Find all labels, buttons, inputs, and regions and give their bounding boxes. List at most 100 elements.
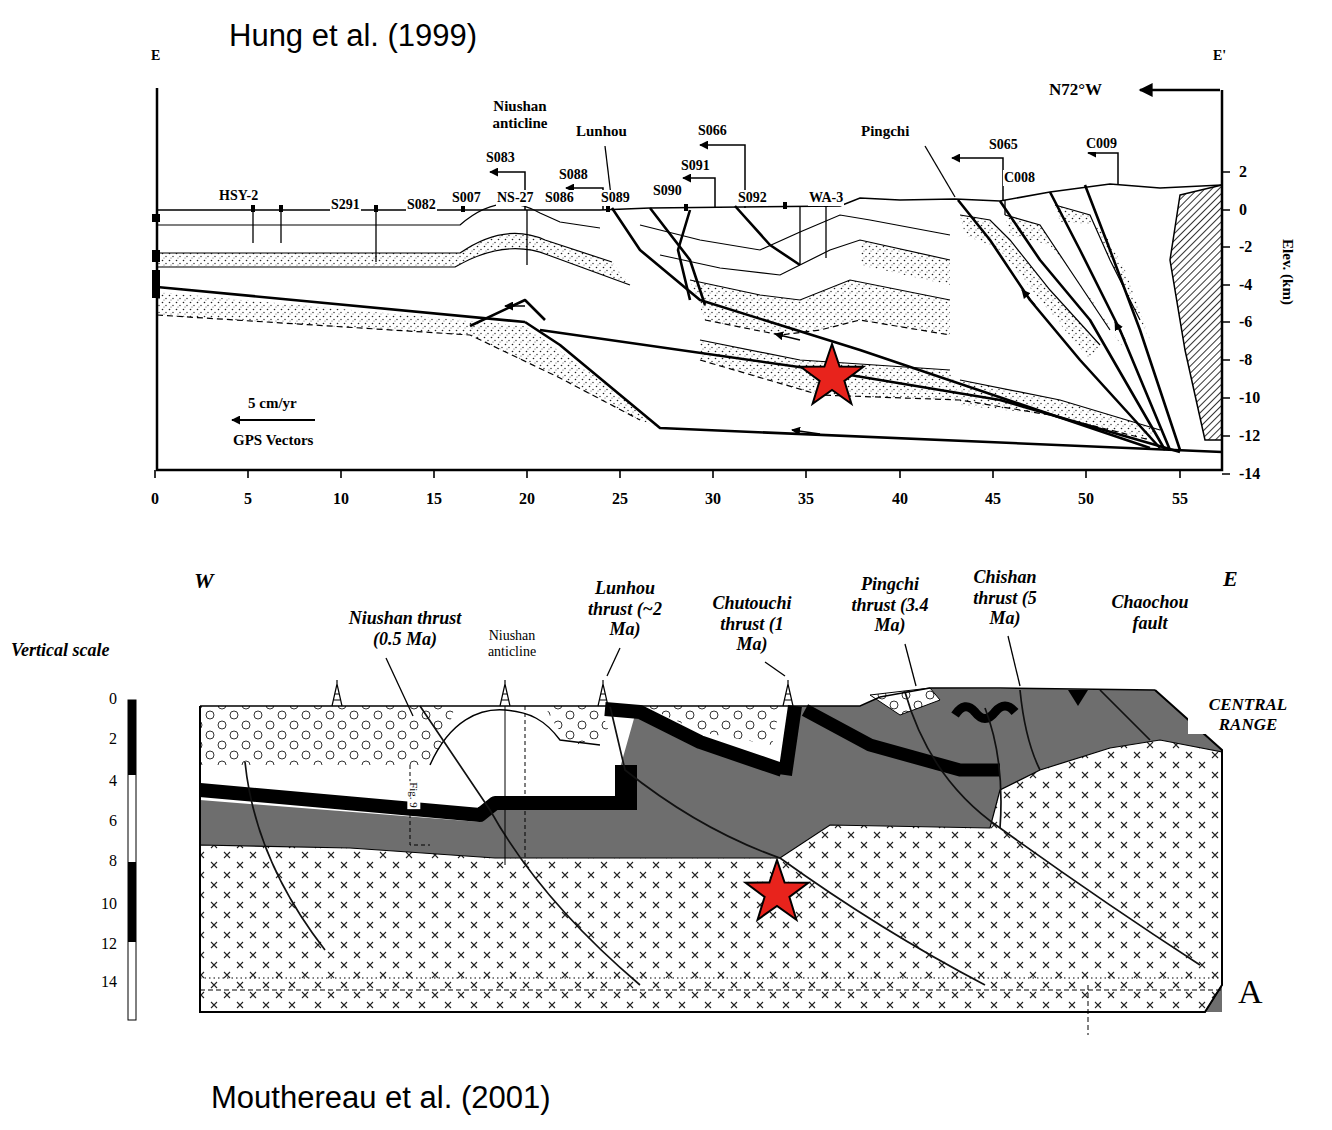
structure-name: Lunhou <box>575 123 628 140</box>
gps-station: S082 <box>406 197 437 213</box>
vertical-scale-bar <box>128 700 136 1020</box>
section-end-label: E <box>150 48 161 64</box>
horizon-line <box>705 320 950 335</box>
horizon-line <box>1055 205 1140 320</box>
horizon-line <box>157 315 640 420</box>
horizon-line <box>157 249 630 285</box>
gps-station: S083 <box>485 150 516 166</box>
gps-station: S089 <box>600 190 631 206</box>
depth-line <box>200 977 1222 978</box>
axis-tick-label: -4 <box>1238 276 1253 294</box>
fault-label: Lunhou thrust (~2 Ma) <box>585 578 665 640</box>
reference-lines <box>200 706 1222 1035</box>
gps-station: S065 <box>988 137 1019 153</box>
panel-citation: Hung et al. (1999) <box>228 18 478 54</box>
slip-arrow <box>1115 322 1125 340</box>
gps-station: S007 <box>451 190 482 206</box>
axis-tick-label: 35 <box>797 490 815 508</box>
axis-tick-label: -8 <box>1238 351 1253 369</box>
scale-number: 12 <box>100 935 118 953</box>
scale-number: 0 <box>108 690 118 708</box>
well-line <box>525 706 526 865</box>
axis-title: Elev. (km) <box>1278 238 1295 306</box>
axis-tick-label: 2 <box>1238 163 1248 181</box>
axis-tick-label: -6 <box>1238 313 1253 331</box>
thrust-fault <box>470 300 545 326</box>
thrust-fault <box>1050 192 1170 450</box>
scale-label: GPS Vectors <box>232 432 314 449</box>
thrust-fault <box>1000 201 1165 450</box>
marker-bed <box>605 709 782 770</box>
station-mark <box>279 205 283 212</box>
hypocenter-star <box>746 860 809 920</box>
well-name: WA-3 <box>808 190 844 206</box>
conglomerate-layer <box>545 706 610 745</box>
scale-bar-segment <box>128 700 136 775</box>
axis-tick-label: 45 <box>984 490 1002 508</box>
well-line <box>825 206 826 258</box>
station-mark <box>684 204 688 211</box>
frame <box>157 88 1222 470</box>
fault-label: Pingchi thrust (3.4 Ma) <box>848 574 932 636</box>
horizon-line <box>690 280 950 300</box>
well-line <box>375 210 376 262</box>
marker-bed <box>955 706 1015 719</box>
scale-number: 8 <box>108 852 118 870</box>
slip-arrow <box>775 334 800 340</box>
leader-line <box>905 644 916 686</box>
station-mark <box>374 205 378 212</box>
slip-arrow <box>1022 290 1035 305</box>
axis-tick-label: 0 <box>150 490 160 508</box>
gps-arrow <box>1088 153 1118 185</box>
axis-tick-label: 5 <box>243 490 253 508</box>
edge-block <box>152 250 160 262</box>
axis-tick-label: -12 <box>1238 427 1261 445</box>
marker-bed <box>1068 690 1088 706</box>
scale-number: 2 <box>108 730 118 748</box>
gps-arrow <box>683 178 715 208</box>
axis-tick-label: -14 <box>1238 465 1261 483</box>
fault-label: Chishan thrust (5 Ma) <box>963 567 1047 629</box>
hypocenter-star <box>801 344 864 404</box>
thrust-fault <box>958 200 1160 448</box>
edge-block <box>152 270 160 298</box>
leader-line <box>765 662 785 676</box>
axis-tick-label: 15 <box>425 490 443 508</box>
station-mark <box>783 202 787 209</box>
scale-number: 4 <box>108 772 118 790</box>
fault-label: Chaochou fault <box>1101 592 1199 633</box>
thrust-fault <box>540 330 1180 452</box>
slip-arrows <box>505 290 1125 434</box>
gps-station: S291 <box>330 197 361 213</box>
thrust-fault <box>905 692 1200 965</box>
distance-ticks <box>155 470 1180 478</box>
scale-arrow <box>232 419 315 421</box>
structure-name: Niushan anticline <box>472 98 569 133</box>
normal-fault <box>1100 690 1150 740</box>
gps-station: S090 <box>652 183 683 199</box>
scale-number: 10 <box>100 895 118 913</box>
frame <box>200 690 1222 1012</box>
scale-bar-segment <box>128 862 136 942</box>
derrick-symbol <box>598 680 608 706</box>
sandstone-band <box>157 292 660 428</box>
wells <box>253 200 1005 265</box>
structure-name: Pingchi <box>860 123 910 140</box>
scale-title: Vertical scale <box>10 640 110 661</box>
horizons <box>157 204 1160 440</box>
scale-number: 6 <box>108 812 118 830</box>
gps-vectors <box>232 90 1220 420</box>
thrust-fault <box>1020 690 1040 770</box>
thrust-fault <box>1085 185 1180 450</box>
top-section <box>152 88 1230 478</box>
horizon-line <box>660 240 950 275</box>
section-end-label: E <box>1222 566 1239 591</box>
edge-block <box>152 214 160 222</box>
marker-bed <box>785 706 795 775</box>
slip-arrow <box>505 305 525 307</box>
well-line <box>505 706 506 865</box>
sandstone-band <box>690 280 950 335</box>
axis-tick-label: 0 <box>1238 201 1248 219</box>
thrust-fault <box>735 206 800 265</box>
